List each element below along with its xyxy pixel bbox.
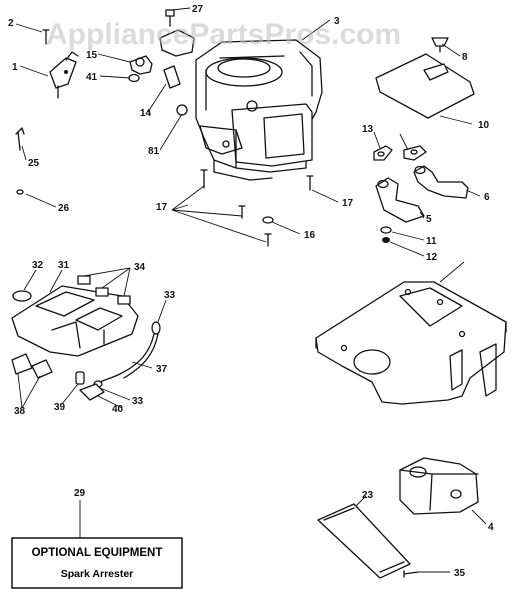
callout-37: 37 [156, 364, 168, 375]
callout-16: 16 [304, 230, 316, 241]
callout-32: 32 [32, 260, 44, 271]
callout-15: 15 [86, 50, 98, 61]
callout-26: 26 [58, 203, 70, 214]
washer-part-16 [262, 216, 274, 224]
callout-25: 25 [28, 158, 40, 169]
shield-part-10 [375, 53, 475, 119]
washer-part-11 [380, 226, 392, 234]
cap-part-8 [431, 37, 449, 53]
nut-part-38 [128, 73, 140, 83]
screw-part-35 [403, 570, 419, 578]
watermark: AppliancePartsPros.com [46, 18, 401, 51]
callout-40: 39 [54, 402, 66, 413]
callout-34: 34 [134, 262, 146, 273]
hose-part-37 [99, 333, 159, 383]
panel-part-31 [11, 285, 139, 357]
callout-29: 29 [74, 488, 86, 499]
callout-5: 5 [426, 214, 432, 225]
callout-14: 14 [140, 108, 152, 119]
leader-lines [15, 7, 487, 573]
fitting-part-40 [75, 371, 85, 385]
bolts-part-17 [200, 169, 314, 247]
nut-part-81 [176, 104, 188, 116]
callout-8: 8 [462, 52, 468, 63]
chassis-plate [315, 281, 507, 405]
callout-23: 23 [362, 490, 374, 501]
callout-3: 3 [334, 16, 340, 27]
callout-13: 13 [362, 124, 374, 135]
pipe-part-6 [413, 165, 469, 199]
callout-33-top: 33 [164, 290, 176, 301]
fitting-part-41 [79, 383, 105, 401]
fitting-part-15 [129, 55, 153, 75]
callout-10: 10 [478, 120, 490, 131]
callout-4: 4 [488, 522, 494, 533]
optional-equipment-box: OPTIONAL EQUIPMENT Spark Arrester [11, 537, 183, 589]
callout-17-left: 17 [156, 202, 168, 213]
knob-part-32 [12, 290, 32, 302]
nut-part-12 [382, 237, 390, 243]
callout-1: 1 [12, 62, 18, 73]
optional-equipment-subtitle: Spark Arrester [61, 568, 134, 580]
inserts-part-39 [11, 353, 53, 379]
optional-equipment-title: OPTIONAL EQUIPMENT [32, 547, 163, 559]
muffler-part-4 [399, 457, 479, 515]
callout-numbers: 1 2 3 4 5 6 8 10 11 12 13 14 15 16 17 17… [8, 4, 494, 579]
callout-81: 81 [148, 146, 160, 157]
callout-27: 27 [192, 4, 204, 15]
washer-part-26 [16, 189, 24, 195]
fitting-part-14 [163, 65, 181, 89]
callout-11: 11 [426, 236, 437, 247]
callout-33-bottom: 33 [132, 396, 144, 407]
callout-31: 31 [58, 260, 70, 271]
callout-39: 38 [14, 406, 26, 417]
callout-41: 40 [112, 404, 124, 415]
screw-part-2 [42, 29, 50, 45]
callout-12: 12 [426, 252, 438, 263]
callout-38: 41 [86, 72, 98, 83]
guard-part-23 [317, 503, 411, 579]
clamp-part [159, 29, 195, 57]
callout-6: 6 [484, 192, 490, 203]
screw-part-27 [165, 9, 175, 27]
callout-35: 35 [454, 568, 466, 579]
pin-part-25 [15, 127, 25, 151]
pipe-part-5 [375, 177, 425, 223]
bracket-part-1 [49, 51, 79, 99]
gaskets-part-13 [373, 145, 427, 161]
callout-2: 2 [8, 18, 14, 29]
engine-part [195, 39, 323, 181]
callout-17-right: 17 [342, 198, 354, 209]
